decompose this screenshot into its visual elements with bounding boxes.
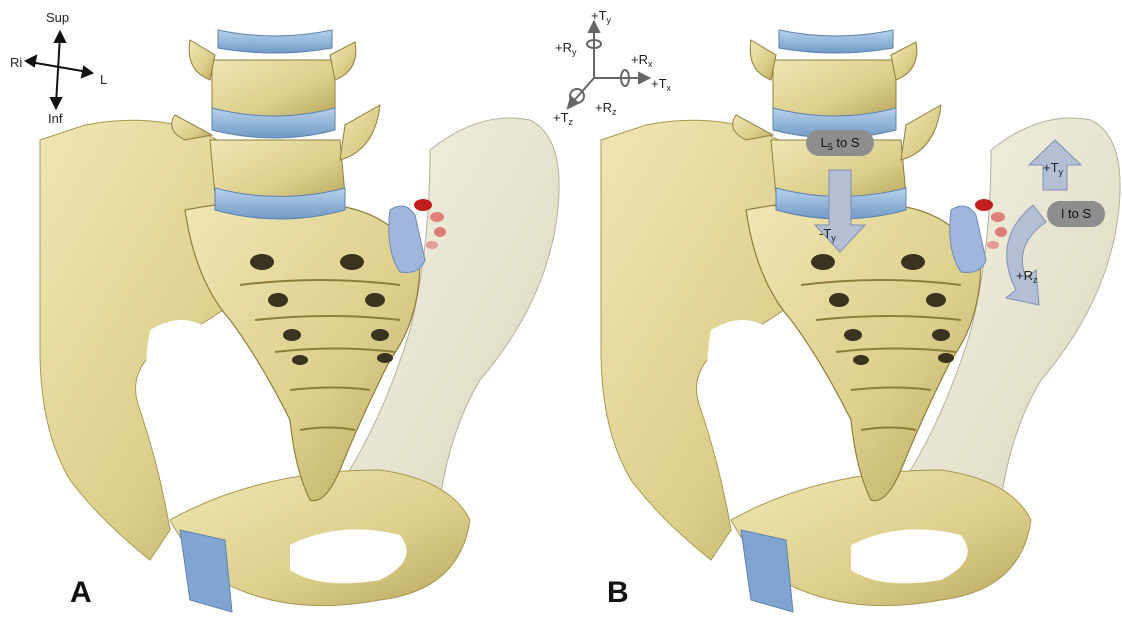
i-to-s-translation-label: +Ty (1043, 160, 1063, 175)
panel-b: +Ty +Ry +Rx +Tx +Tz +Rz L5 to S -Ty +Ty … (561, 0, 1122, 622)
inferior-label: Inf (48, 111, 62, 126)
axis-rz-label: +Rz (595, 100, 616, 115)
left-label: L (100, 72, 107, 87)
panel-letter-b: B (607, 576, 629, 610)
right-label: Ri (10, 55, 22, 70)
i-to-s-bubble: I to S (1047, 201, 1105, 227)
axis-tz-label: +Tz (553, 110, 573, 125)
l5-to-s-translation-label: -Ty (819, 226, 836, 241)
pelvis-illustration-b (561, 0, 1122, 622)
i-to-s-rotation-label: +Rz (1016, 268, 1037, 283)
axis-ty-label: +Ty (591, 8, 611, 23)
superior-label: Sup (46, 10, 69, 25)
axis-rx-label: +Rx (631, 52, 652, 67)
axis-ry-label: +Ry (555, 40, 576, 55)
axis-tx-label: +Tx (651, 76, 671, 91)
panel-letter-a: A (70, 576, 92, 610)
l5-to-s-bubble: L5 to S (806, 130, 874, 156)
pelvis-illustration-a (0, 0, 561, 622)
panel-a: Sup Inf Ri L A (0, 0, 561, 622)
orientation-compass (26, 32, 92, 108)
